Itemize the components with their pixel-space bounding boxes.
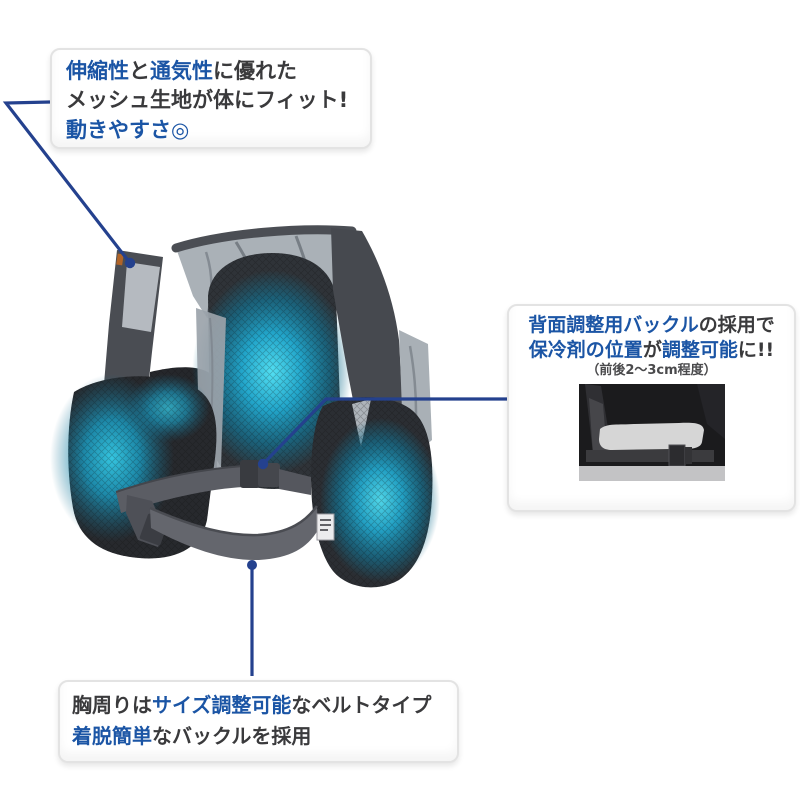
body-text: と [129, 59, 150, 83]
callout-back-buckle: 背面調整用バックルの採用で 保冷剤の位置が調整可能に!! （前後2～3cm程度） [507, 304, 796, 512]
highlight-text: 動きやすさ◎ [66, 117, 190, 142]
waist-belt [150, 506, 318, 561]
callout-chestbelt-line1: 胸周りはサイズ調整可能なベルトタイプ [72, 690, 445, 721]
body-text: に優れた [213, 59, 297, 83]
callout-connectors [2, 100, 507, 676]
callout-backbuckle-note: （前後2～3cm程度） [515, 363, 788, 379]
highlight-text: 着脱簡単 [72, 724, 152, 748]
body-text: なバックルを採用 [152, 724, 312, 748]
callout-stretch-line2: メッシュ生地が体にフィット! [66, 86, 356, 115]
back-strap-buckle [668, 444, 685, 467]
callout-chestbelt-line2: 着脱簡単なバックルを採用 [72, 721, 445, 752]
connector-dot-backbuckle [257, 458, 269, 470]
callout-backbuckle-line1: 背面調整用バックルの採用で [515, 313, 788, 338]
callout-chest-belt: 胸周りはサイズ調整可能なベルトタイプ 着脱簡単なバックルを採用 [58, 680, 459, 763]
back-strap [585, 449, 714, 462]
highlight-text: サイズ調整可能 [152, 693, 292, 717]
connector-dot-chestbelt [247, 560, 257, 570]
note-text: （前後2～3cm程度） [586, 363, 717, 379]
body-text: なベルトタイプ [291, 693, 432, 717]
connector-line-backbuckle [261, 397, 507, 466]
body-text: に!! [737, 339, 775, 362]
body-text: が [642, 339, 662, 362]
callout-backbuckle-line2: 保冷剤の位置が調整可能に!! [515, 338, 788, 363]
highlight-text: 背面調整用バックル [528, 314, 699, 336]
brand-tag [316, 513, 335, 541]
highlight-text: 調整可能 [661, 339, 738, 362]
callout-stretch-line1: 伸縮性と通気性に優れた [66, 57, 356, 86]
body-text: 胸周りは [72, 693, 152, 717]
callout-stretch-mesh: 伸縮性と通気性に優れた メッシュ生地が体にフィット! 動きやすさ◎ [50, 48, 372, 149]
connector-dot-stretch [124, 257, 136, 269]
chest-buckle [240, 460, 260, 488]
highlight-text: 保冷剤の位置 [528, 339, 643, 362]
highlight-text: 伸縮性 [66, 59, 129, 83]
callout-stretch-line3: 動きやすさ◎ [66, 116, 356, 145]
highlight-text: 通気性 [150, 59, 213, 83]
connector-line-stretch [2, 100, 132, 264]
back-buckle-photo [578, 383, 725, 481]
vest-back-view [50, 225, 440, 588]
body-text: の採用で [698, 314, 775, 336]
ice-pack-shape [598, 422, 704, 450]
body-text: メッシュ生地が体にフィット! [66, 88, 349, 113]
